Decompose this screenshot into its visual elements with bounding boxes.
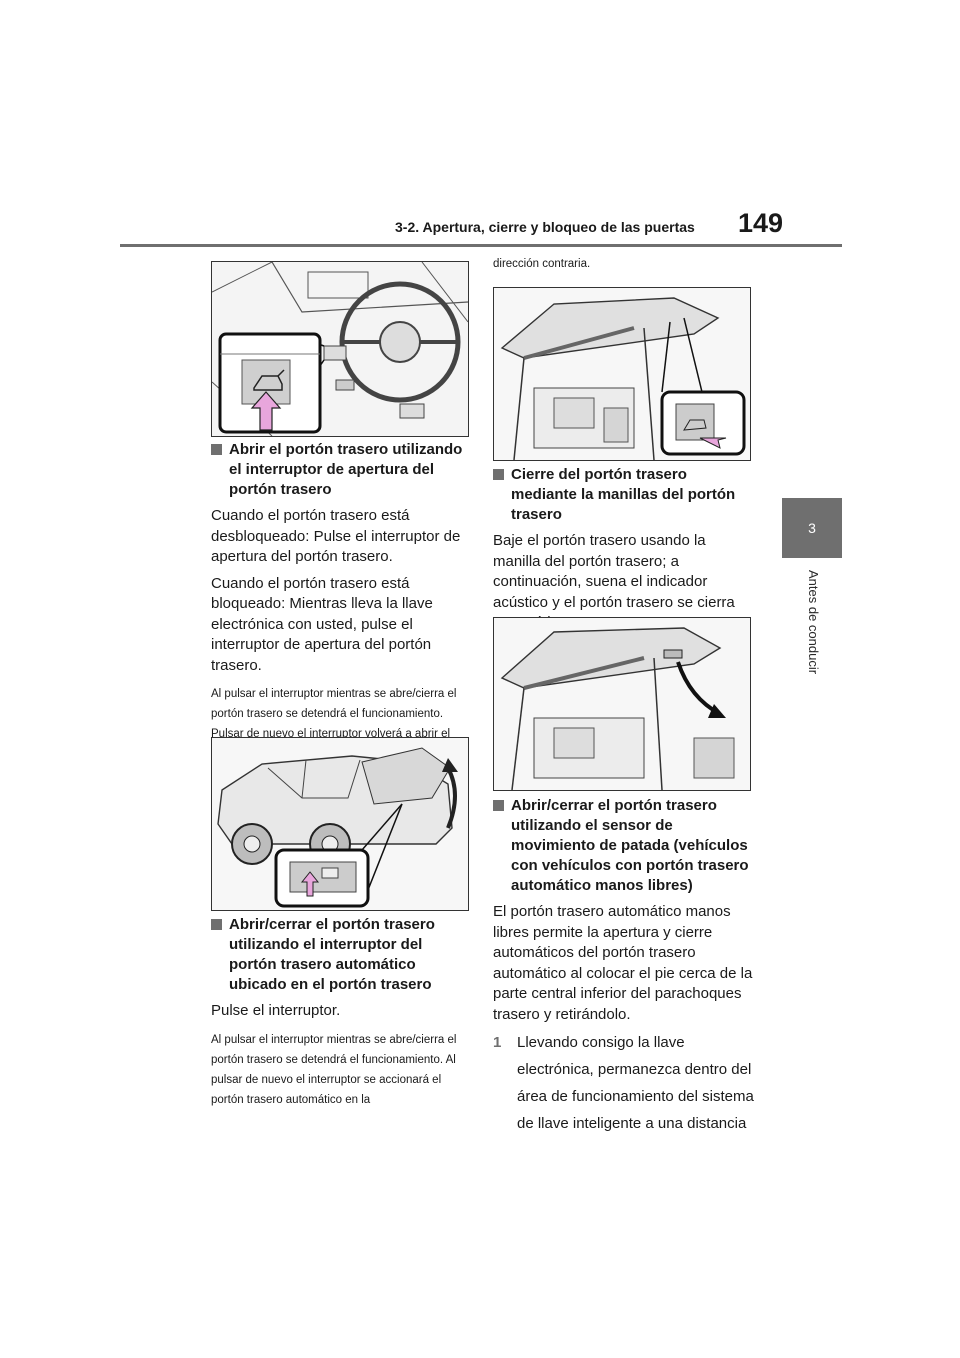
section-heading: Abrir/cerrar el portón trasero utilizand… — [211, 915, 473, 995]
paragraph-kick-sensor: El portón trasero automático manos libre… — [493, 903, 753, 1023]
step-text: Llevando consigo la llave electrónica, p… — [517, 1034, 754, 1132]
step-number: 1 — [493, 1034, 502, 1051]
section-close-with-handle: Cierre del portón trasero mediante la ma… — [493, 465, 755, 634]
chapter-label: Antes de conducir — [806, 570, 821, 675]
section-tailgate-button: Abrir/cerrar el portón trasero utilizand… — [211, 915, 473, 1110]
section-heading: Cierre del portón trasero mediante la ma… — [493, 465, 755, 525]
header-divider — [120, 244, 842, 247]
square-bullet-icon — [211, 444, 222, 455]
tailgate-switch-illustration — [211, 737, 469, 911]
paragraph-locked: Cuando el portón trasero está bloqueado:… — [211, 574, 433, 674]
paragraph-press: Pulse el interruptor. — [211, 1002, 341, 1019]
section-heading: Abrir el portón trasero utilizando el in… — [211, 440, 473, 500]
square-bullet-icon — [493, 469, 504, 480]
dashboard-switch-illustration — [211, 261, 469, 437]
section-title: 3-2. Apertura, cierre y bloqueo de las p… — [395, 219, 695, 235]
page-number: 149 — [738, 208, 784, 238]
chapter-number: 3 — [808, 520, 816, 536]
open-tailgate-switch-illustration — [493, 287, 751, 461]
section-heading: Abrir/cerrar el portón trasero utilizand… — [493, 796, 755, 896]
square-bullet-icon — [493, 800, 504, 811]
tailgate-switch-icon — [253, 369, 285, 391]
paragraph-unlocked: Cuando el portón trasero está desbloquea… — [211, 507, 461, 565]
section-kick-sensor: Abrir/cerrar el portón trasero utilizand… — [493, 796, 755, 1137]
square-bullet-icon — [211, 919, 222, 930]
tailgate-switch-icon — [683, 419, 707, 431]
continuation-text: dirección contraria. — [493, 258, 591, 270]
step-item: 1 Llevando consigo la llave electrónica,… — [493, 1029, 755, 1137]
pink-arrow-icon — [250, 391, 282, 431]
pink-arrow-icon — [300, 871, 320, 897]
note-text: Al pulsar el interruptor mientras se abr… — [211, 1033, 457, 1106]
arrow-down-icon — [708, 704, 726, 718]
pink-arrow-icon — [699, 437, 727, 449]
tailgate-handle-icon — [663, 649, 683, 659]
section-open-with-switch: Abrir el portón trasero utilizando el in… — [211, 440, 473, 764]
tailgate-handle-illustration — [493, 617, 751, 791]
chapter-tab: 3 — [782, 498, 842, 558]
